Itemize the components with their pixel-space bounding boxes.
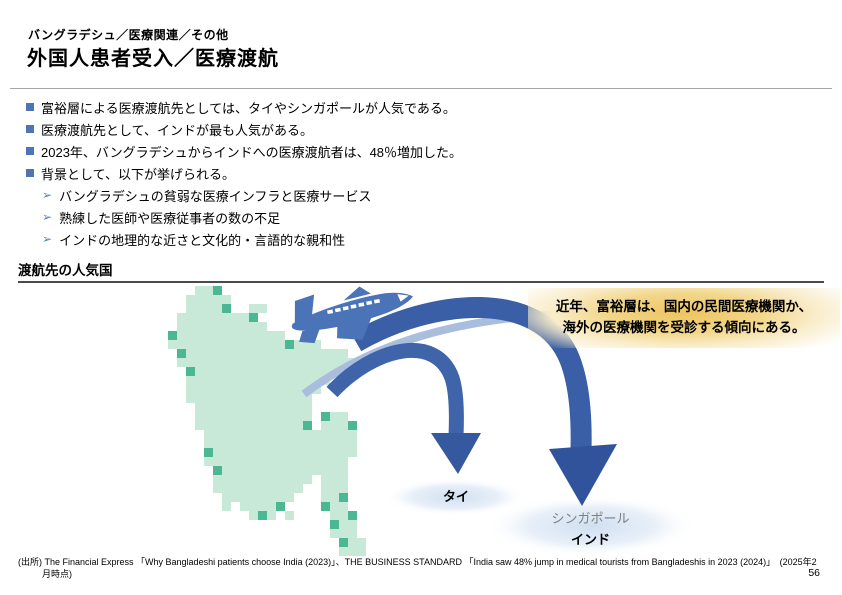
plane-windows <box>327 294 409 315</box>
header-divider <box>10 88 832 89</box>
page-number: 56 <box>808 567 820 579</box>
arrow-to-thailand-icon <box>326 342 481 474</box>
square-bullet-icon <box>26 103 34 111</box>
airplane-icon <box>291 286 413 344</box>
list-item: ➢ 熟練した医師や医療従事者の数の不足 <box>42 206 371 228</box>
medical-travel-figure <box>168 286 697 557</box>
list-item: 医療渡航先として、インドが最も人気がある。 <box>26 118 462 140</box>
source-text: (出所) The Financial Express 「Why Banglade… <box>18 556 826 580</box>
label-glow <box>383 478 527 516</box>
label-glow <box>485 495 697 557</box>
callout-line: 近年、富裕層は、国内の民間医療機関か、 <box>555 299 813 314</box>
bullet-text: 富裕層による医療渡航先としては、タイやシンガポールが人気である。 <box>41 100 456 116</box>
square-bullet-icon <box>26 125 34 133</box>
label-thailand: タイ <box>442 489 469 504</box>
callout-box: 近年、富裕層は、国内の民間医療機関か、 海外の医療機関を受診する傾向にある。 <box>528 288 840 348</box>
bullet-list: 富裕層による医療渡航先としては、タイやシンガポールが人気である。 医療渡航先とし… <box>26 96 462 184</box>
source-line: 月時点) <box>42 569 72 580</box>
list-item: 背景として、以下が挙げられる。 <box>26 162 462 184</box>
sub-bullet-text: 熟練した医師や医療従事者の数の不足 <box>59 210 281 226</box>
bullet-text: 2023年、バングラデシュからインドへの医療渡航者は、48％増加した。 <box>41 144 463 160</box>
label-india: インド <box>570 532 610 547</box>
source-line: (出所) The Financial Express 「Why Banglade… <box>18 557 817 567</box>
list-item: ➢ バングラデシュの貧弱な医療インフラと医療サービス <box>42 184 371 206</box>
figure-section-title: 渡航先の人気国 <box>18 263 113 278</box>
chevron-bullet-icon: ➢ <box>42 232 53 246</box>
section-divider <box>18 281 824 283</box>
chevron-bullet-icon: ➢ <box>42 210 53 224</box>
list-item: ➢ インドの地理的な近さと文化的・言語的な親和性 <box>42 228 371 250</box>
bullet-text: 背景として、以下が挙げられる。 <box>41 166 235 182</box>
breadcrumb: バングラデシュ／医療関連／その他 <box>28 28 229 42</box>
sub-bullet-text: インドの地理的な近さと文化的・言語的な親和性 <box>59 232 346 248</box>
square-bullet-icon <box>26 147 34 155</box>
callout-line: 海外の医療機関を受診する傾向にある。 <box>562 319 806 335</box>
list-item: 富裕層による医療渡航先としては、タイやシンガポールが人気である。 <box>26 96 462 118</box>
sub-bullet-text: バングラデシュの貧弱な医療インフラと医療サービス <box>59 188 372 204</box>
list-item: 2023年、バングラデシュからインドへの医療渡航者は、48％増加した。 <box>26 140 462 162</box>
bangladesh-map-icon <box>168 286 366 556</box>
sub-bullet-list: ➢ バングラデシュの貧弱な医療インフラと医療サービス ➢ 熟練した医師や医療従事者の… <box>42 184 371 250</box>
page-title: 外国人患者受入／医療渡航 <box>27 48 279 70</box>
label-singapore: シンガポール <box>551 511 630 526</box>
bullet-text: 医療渡航先として、インドが最も人気がある。 <box>41 122 313 138</box>
square-bullet-icon <box>26 169 34 177</box>
chevron-bullet-icon: ➢ <box>42 188 53 202</box>
